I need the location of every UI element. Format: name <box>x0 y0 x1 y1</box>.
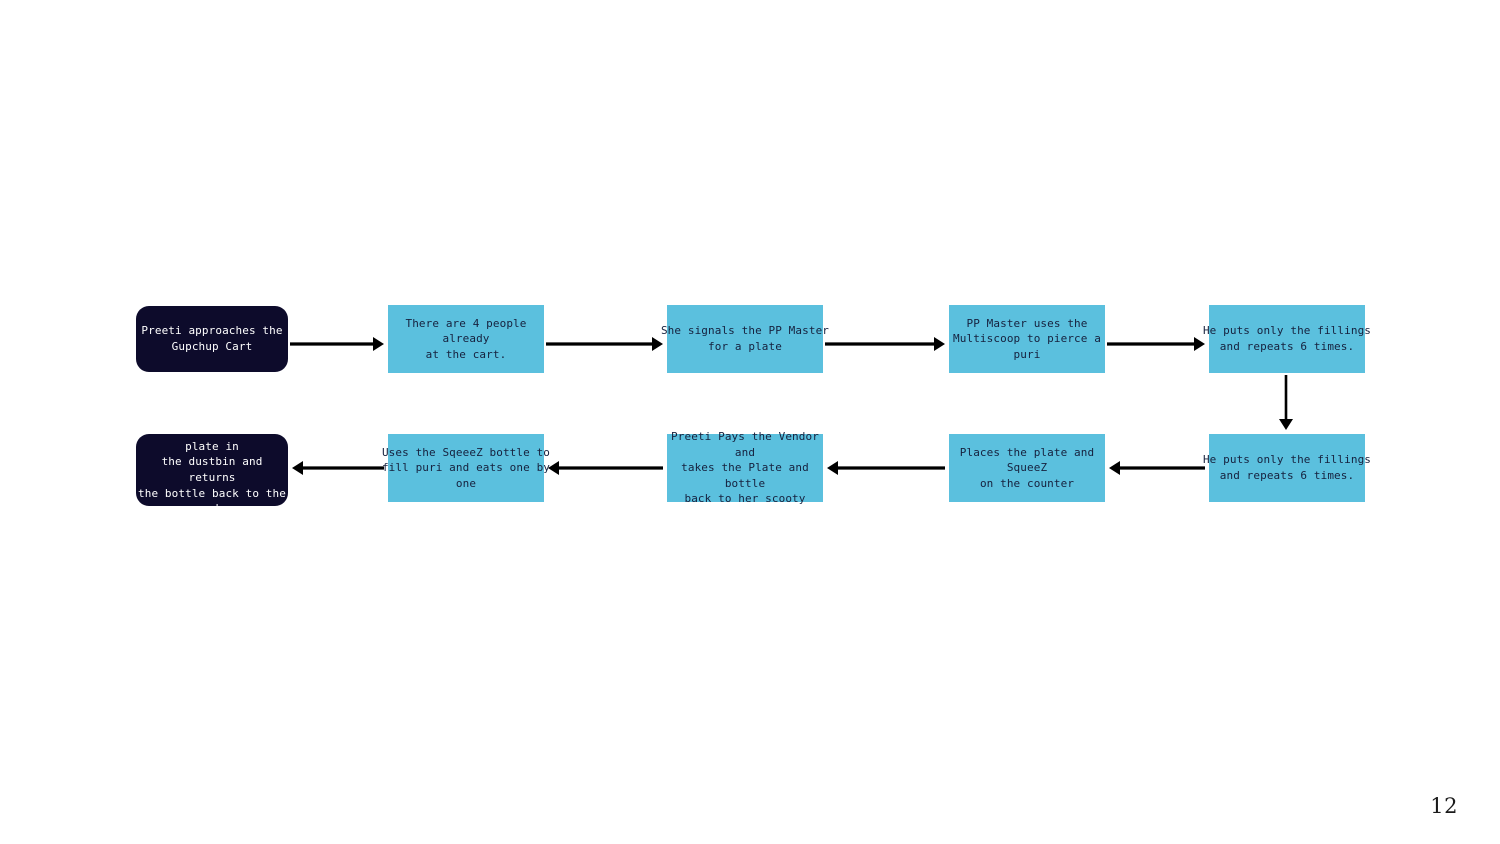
flow-node-label: Places the plate and SqueeZ on the count… <box>959 445 1095 490</box>
flow-node-label: Preeti approaches the Gupchup Cart <box>141 324 283 353</box>
flow-arrow-e3 <box>825 337 945 351</box>
flow-node-n6[interactable]: He puts only the fillings and repeats 6 … <box>1203 434 1371 502</box>
flow-arrow-e6 <box>1109 461 1205 475</box>
flow-arrow-e2 <box>546 337 663 351</box>
flow-arrow-e8 <box>548 461 663 475</box>
flow-node-n3[interactable]: She signals the PP Master for a plate <box>661 305 829 373</box>
flow-node-n9[interactable]: Uses the SqeeeZ bottle to fill puri and … <box>382 434 550 502</box>
flow-node-label: Preeti Pays the Vendor and takes the Pla… <box>671 429 819 506</box>
flow-node-label: There are 4 people already at the cart. <box>405 316 527 361</box>
flow-node-label: He puts only the fillings and repeats 6 … <box>1202 453 1372 482</box>
flow-node-label: Uses the SqeeeZ bottle to fill puri and … <box>381 445 551 490</box>
flow-node-label: She signals the PP Master for a plate <box>660 324 830 353</box>
flow-arrow-e7 <box>827 461 945 475</box>
flow-node-label: He puts only the fillings and repeats 6 … <box>1202 324 1372 353</box>
flow-arrow-e9 <box>292 461 384 475</box>
flow-node-n2[interactable]: There are 4 people already at the cart. <box>388 305 544 373</box>
flow-node-n5[interactable]: He puts only the fillings and repeats 6 … <box>1203 305 1371 373</box>
page-number: 12 <box>1430 794 1458 818</box>
flow-node-label: PP Master uses the Multiscoop to pierce … <box>953 316 1101 361</box>
flow-arrow-e4 <box>1107 337 1205 351</box>
flow-arrow-e5 <box>1279 375 1293 430</box>
flow-node-label: Preeti throws the plate in the dustbin a… <box>138 424 286 516</box>
flow-node-n4[interactable]: PP Master uses the Multiscoop to pierce … <box>949 305 1105 373</box>
flow-node-n1[interactable]: Preeti approaches the Gupchup Cart <box>136 306 288 372</box>
flow-node-n10[interactable]: Preeti throws the plate in the dustbin a… <box>136 424 288 515</box>
flow-arrow-e1 <box>290 337 384 351</box>
flow-node-n7[interactable]: Places the plate and SqueeZ on the count… <box>949 434 1105 502</box>
flow-node-n8[interactable]: Preeti Pays the Vendor and takes the Pla… <box>667 430 823 505</box>
